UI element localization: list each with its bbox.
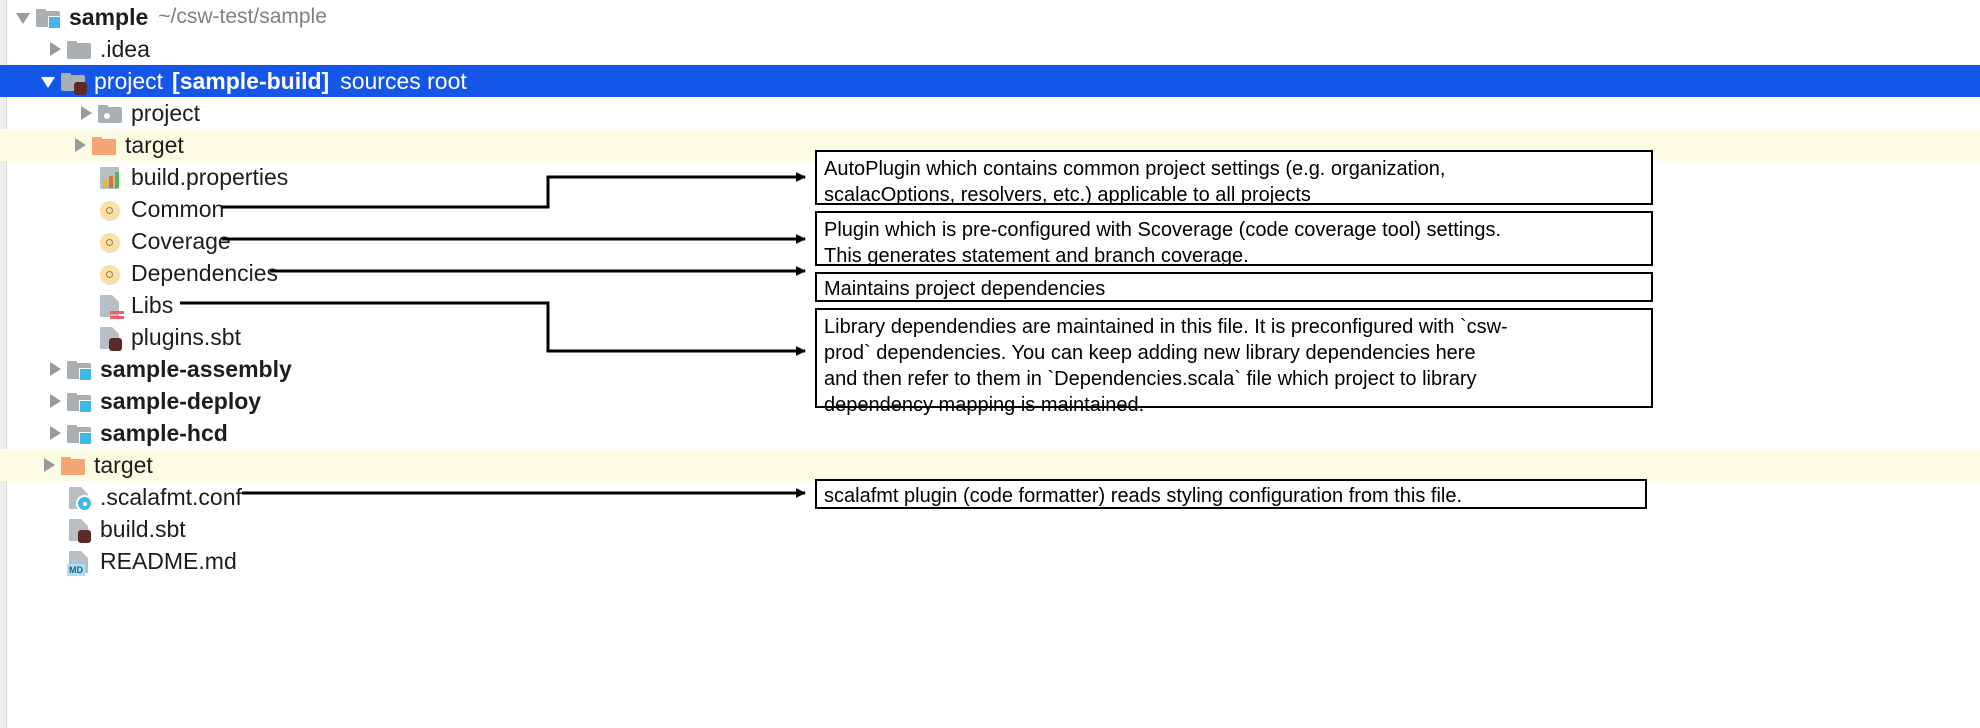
chevron-right-icon[interactable] [45, 413, 67, 453]
tree-item-project[interactable]: project [sample-build] sources root [0, 65, 1980, 97]
folder-module-icon [67, 388, 93, 414]
scala-object-icon [100, 201, 120, 221]
tree-item-label: .scalafmt.conf [100, 484, 242, 510]
tree-item-label: Coverage [131, 228, 231, 254]
tree-item-label: Libs [131, 292, 174, 318]
tree-gutter [0, 0, 7, 728]
annotation-dependencies: Maintains project dependencies [815, 272, 1653, 302]
tree-item-sources-root-tag: sources root [340, 67, 467, 94]
tree-item-sample-deploy[interactable]: sample-deploy [6, 385, 820, 417]
tree-item-sample-hcd[interactable]: sample-hcd [6, 417, 820, 449]
annotation-line: This generates statement and branch cove… [824, 245, 1249, 267]
annotation-line: Library dependendies are maintained in t… [824, 316, 1508, 338]
chevron-right-icon[interactable] [76, 93, 98, 133]
folder-module-icon [67, 361, 92, 381]
tree-item-label: target [125, 132, 184, 158]
folder-module-icon [67, 393, 92, 413]
annotation-libs: Library dependendies are maintained in t… [815, 308, 1653, 416]
tree-item-label: Dependencies [131, 260, 279, 286]
folder-module-icon [67, 420, 93, 446]
folder-sbt-icon [61, 68, 87, 95]
chevron-right-icon[interactable] [45, 349, 67, 389]
annotation-line: prod` dependencies. You can keep adding … [824, 342, 1476, 364]
tree-item-label: build.sbt [100, 516, 186, 542]
tree-item-target[interactable]: target [0, 449, 1980, 481]
tree-item-module-tag: [sample-build] [172, 67, 330, 94]
tree-item-build-properties[interactable]: build.properties [6, 161, 820, 193]
tree-toggle-spacer [76, 317, 98, 357]
folder-module-icon [36, 9, 61, 29]
sbt-file-icon [67, 516, 93, 543]
properties-file-icon [98, 164, 124, 190]
tree-item-dependencies[interactable]: Dependencies [6, 257, 820, 289]
tree-item-project[interactable]: project [6, 97, 820, 129]
folder-source-icon [98, 105, 122, 123]
tree-item-label: sample-hcd [100, 420, 228, 446]
folder-source-icon [98, 100, 124, 126]
tree-item-label: sample-assembly [100, 356, 292, 382]
annotation-line: Maintains project dependencies [824, 278, 1106, 300]
tree-item-label: sample [69, 4, 149, 30]
annotation-line: dependency mapping is maintained. [824, 394, 1145, 416]
annotation-line: Plugin which is pre-configured with Scov… [824, 219, 1502, 241]
markdown-file-icon: MD [67, 548, 93, 576]
tree-item-label: target [94, 452, 153, 478]
chevron-down-icon[interactable] [14, 0, 36, 37]
tree-toggle-spacer [45, 541, 67, 581]
chevron-right-icon[interactable] [45, 381, 67, 421]
folder-orange-icon [92, 132, 118, 158]
scala-object-icon [100, 265, 120, 285]
annotation-coverage: Plugin which is pre-configured with Scov… [815, 211, 1653, 267]
tree-item-sample[interactable]: sample ~/csw-test/sample [6, 1, 820, 33]
folder-sbt-icon [61, 73, 87, 95]
tree-item-label: README.md [100, 548, 237, 574]
folder-orange-icon [61, 457, 85, 475]
scala-object-icon [100, 233, 120, 253]
sbt-file-icon [98, 324, 124, 351]
scala-file-icon [98, 292, 124, 319]
scala-object-icon [98, 228, 124, 254]
conf-file-icon [67, 484, 93, 510]
tree-item-label: sample-deploy [100, 388, 262, 414]
tree-item-libs[interactable]: Libs [6, 289, 820, 321]
chevron-right-icon[interactable] [39, 445, 61, 485]
tree-item-readme-md[interactable]: MD README.md [6, 545, 820, 577]
annotation-scalafmt: scalafmt plugin (code formatter) reads s… [815, 479, 1647, 509]
tree-item-label: project [131, 100, 201, 126]
tree-item-label: Common [131, 196, 225, 222]
tree-item-path: ~/csw-test/sample [158, 5, 327, 28]
annotation-line: and then refer to them in `Dependencies.… [824, 368, 1477, 390]
annotation-line: scalacOptions, resolvers, etc.) applicab… [824, 184, 1311, 206]
folder-orange-icon [92, 137, 116, 155]
tree-item--scalafmt-conf[interactable]: .scalafmt.conf [6, 481, 820, 513]
tree-item--idea[interactable]: .idea [6, 33, 820, 65]
folder-module-icon [36, 4, 62, 30]
annotation-line: AutoPlugin which contains common project… [824, 158, 1446, 180]
folder-orange-icon [61, 452, 87, 478]
tree-item-common[interactable]: Common [6, 193, 820, 225]
chevron-right-icon[interactable] [70, 125, 92, 165]
folder-module-icon [67, 425, 92, 445]
folder-gray-icon [67, 41, 91, 59]
scala-object-icon [98, 260, 124, 286]
tree-item-label: .idea [100, 36, 150, 62]
annotation-common: AutoPlugin which contains common project… [815, 150, 1653, 206]
scala-object-icon [98, 196, 124, 222]
tree-item-coverage[interactable]: Coverage [6, 225, 820, 257]
tree-item-build-sbt[interactable]: build.sbt [6, 513, 820, 545]
properties-file-icon [100, 167, 119, 189]
folder-module-icon [67, 356, 93, 382]
folder-gray-icon [67, 36, 93, 62]
tree-item-sample-assembly[interactable]: sample-assembly [6, 353, 820, 385]
tree-item-label: project [94, 68, 164, 94]
annotation-line: scalafmt plugin (code formatter) reads s… [824, 485, 1463, 507]
chevron-down-icon[interactable] [39, 61, 61, 101]
chevron-right-icon[interactable] [45, 29, 67, 69]
